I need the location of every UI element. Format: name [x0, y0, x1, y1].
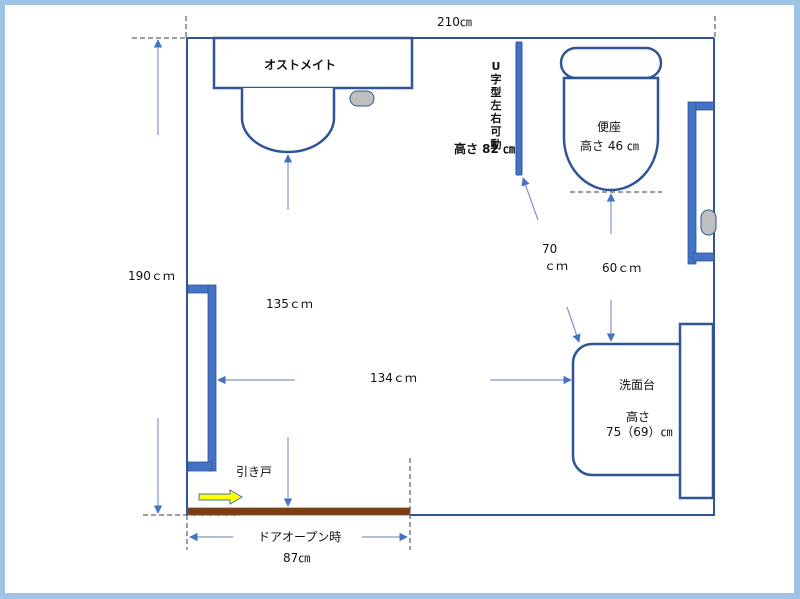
handrail-type-char: 左 — [490, 99, 502, 112]
handrail-right-top — [695, 101, 715, 111]
label-toilet-seat: 便座 — [597, 120, 622, 134]
handrail-type-char: 可 — [490, 125, 502, 138]
dim-70-down-arrow — [566, 306, 581, 343]
handrail-right-wall — [687, 101, 715, 265]
label-handrail-type: U 字 型 左 右 可 動 — [489, 60, 503, 151]
handrail-left-bottom — [187, 461, 213, 472]
sliding-door — [187, 507, 411, 516]
label-toilet-seat-height: 高さ 46 ㎝ — [580, 139, 639, 153]
handrail-type-char: 字 — [490, 73, 502, 86]
label-handrail-height: 高さ 82 ㎝ — [454, 142, 516, 156]
yellow-right-arrow-icon — [198, 489, 243, 505]
handrail-type-char: U — [491, 60, 501, 73]
label-dim-70: 70 — [542, 242, 558, 256]
handrail-left-top — [187, 284, 209, 294]
dimension-arrows — [153, 39, 616, 542]
handrail-type-char: 右 — [490, 112, 502, 125]
label-sink: 洗面台 — [619, 378, 656, 392]
ostomate-basin — [240, 88, 336, 154]
label-total-height: 190ｃｍ — [128, 269, 175, 283]
label-total-width: 210㎝ — [437, 15, 472, 29]
dim-70-up-arrow — [521, 177, 539, 221]
label-door-open: ドアオープン時 — [258, 530, 342, 544]
handrail-right-vertical — [687, 101, 697, 265]
handrail-right-bottom — [692, 252, 715, 262]
label-sink-height-value: 75（69）㎝ — [606, 425, 673, 439]
toilet-tank — [559, 46, 663, 80]
sink-cabinet — [678, 322, 715, 500]
sink-counter — [571, 342, 680, 477]
handrail-left-vertical — [207, 284, 217, 472]
label-sink-height: 高さ — [626, 410, 651, 424]
label-sliding-door: 引き戸 — [236, 465, 273, 479]
label-dim-60: 60ｃｍ — [602, 261, 642, 275]
label-dim-70-unit: ｃｍ — [544, 259, 569, 273]
toilet-bowl — [562, 76, 660, 192]
handrail-left-wall — [187, 284, 217, 472]
label-ostomate: オストメイト — [264, 58, 337, 72]
handrail-type-char: 型 — [490, 86, 502, 99]
toilet-paper-holder-icon — [349, 90, 375, 107]
handrail-type-char: 動 — [490, 138, 502, 151]
label-door-width: 87㎝ — [283, 551, 311, 565]
label-dim-135: 135ｃｍ — [266, 297, 313, 311]
handrail-movable — [515, 41, 523, 176]
toilet-paper-holder-icon — [700, 209, 717, 236]
label-dim-134: 134ｃｍ — [370, 371, 417, 385]
